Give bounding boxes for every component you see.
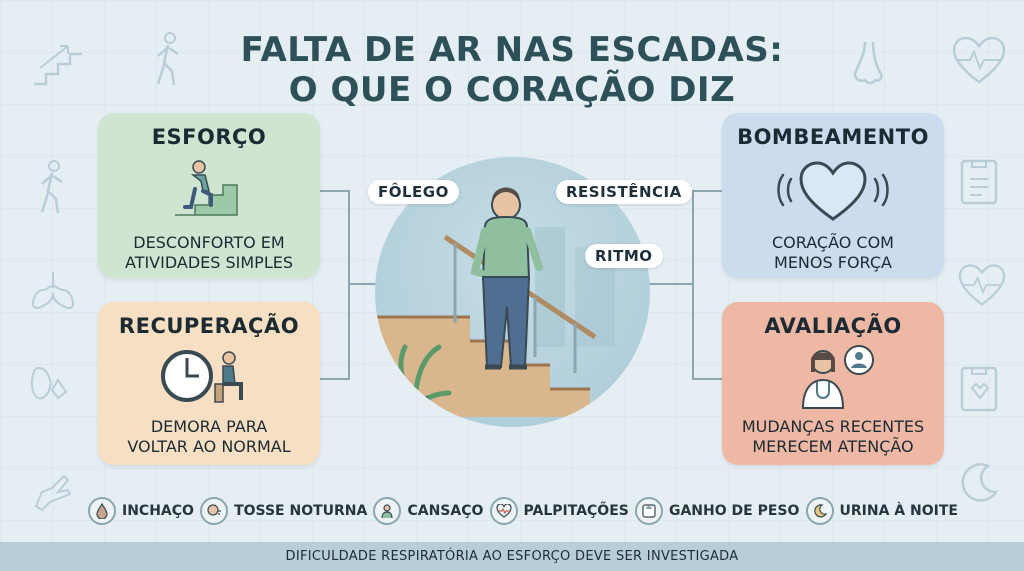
symptom-label: CANSAÇO [407,503,484,519]
cough-icon [200,497,229,525]
symptom-item: INCHAÇO [88,497,194,525]
footer-banner: DIFICULDADE RESPIRATÓRIA AO ESFORÇO DEVE… [0,542,1024,571]
symptom-label: INCHAÇO [122,503,194,519]
page-title: FALTA DE AR NAS ESCADAS: O QUE O CORAÇÃO… [0,30,1024,110]
symptoms-row: INCHAÇO TOSSE NOTURNA CANSAÇO PALPITAÇÕE… [88,494,958,528]
moon-icon [805,497,834,525]
connector-left-mid [348,283,378,285]
card-esforco-title: ESFORÇO [151,125,267,149]
clipboard-icon [960,366,998,412]
stairs-icon [34,45,82,86]
title-line-1: FALTA DE AR NAS ESCADAS: [240,30,784,70]
title-line-2: O QUE O CORAÇÃO DIZ [288,70,736,110]
symptom-item: CANSAÇO [373,497,483,525]
heart-pulse-icon [777,161,889,221]
heartbeat-icon [952,36,1006,84]
clipboard-icon [960,159,998,205]
symptom-label: TOSSE NOTURNA [234,503,368,519]
scale-icon [634,497,663,525]
symptom-label: GANHO DE PESO [668,503,800,519]
connector-left [320,190,350,380]
card-avaliacao-title: AVALIAÇÃO [764,314,902,338]
doctor-consult-icon [801,345,874,409]
card-avaliacao-desc-2: MERECEM ATENÇÃO [752,437,914,456]
card-recuperacao-desc-2: VOLTAR AO NORMAL [127,437,291,456]
bubble-resistencia: RESISTÊNCIA [556,180,692,204]
bubble-folego: FÔLEGO [368,180,459,204]
card-esforco: ESFORÇO DESCONFORTO EM ATIVIDADES SIMPLE… [98,113,320,278]
card-bombeamento-desc-2: MENOS FORÇA [774,253,892,272]
symptom-item: URINA À NOITE [805,497,958,525]
hand-icon [34,474,72,512]
card-recuperacao-desc-1: DEMORA PARA [150,417,268,436]
card-bombeamento: BOMBEAMENTO CORAÇÃO COM MENOS FORÇA [722,113,944,278]
symptom-item: PALPITAÇÕES [489,497,629,525]
symptom-item: GANHO DE PESO [634,497,800,525]
walking-person-icon [156,32,179,86]
heartbeat-icon [489,497,518,525]
clock-resting-person-icon [161,350,243,403]
moon-icon [961,463,999,502]
connector-right-mid [648,283,694,285]
card-esforco-desc-1: DESCONFORTO EM [133,233,285,252]
organ-icon [30,366,68,400]
symptom-label: URINA À NOITE [839,503,958,519]
walking-person-icon [40,160,63,214]
lungs-icon [31,272,75,309]
card-bombeamento-desc-1: CORAÇÃO COM [772,233,894,252]
card-recuperacao-title: RECUPERAÇÃO [118,314,300,338]
card-bombeamento-title: BOMBEAMENTO [737,125,929,149]
card-esforco-desc-2: ATIVIDADES SIMPLES [124,253,294,272]
tired-person-icon [373,497,402,525]
card-avaliacao-desc-1: MUDANÇAS RECENTES [741,417,925,436]
nose-icon [853,41,883,85]
heartbeat-icon [958,264,1006,306]
person-on-stairs-illustration [375,187,615,422]
card-avaliacao: AVALIAÇÃO MUDANÇAS RECENTES MERECEM ATEN… [722,302,944,465]
person-climbing-stairs-icon [175,160,238,216]
bubble-ritmo: RITMO [585,244,663,268]
droplet-icon [88,497,116,525]
symptom-label: PALPITAÇÕES [523,503,629,519]
symptom-item: TOSSE NOTURNA [200,497,367,525]
connector-right [692,190,722,380]
card-recuperacao: RECUPERAÇÃO DEMORA PARA VOLTAR AO NORMAL [98,302,320,465]
